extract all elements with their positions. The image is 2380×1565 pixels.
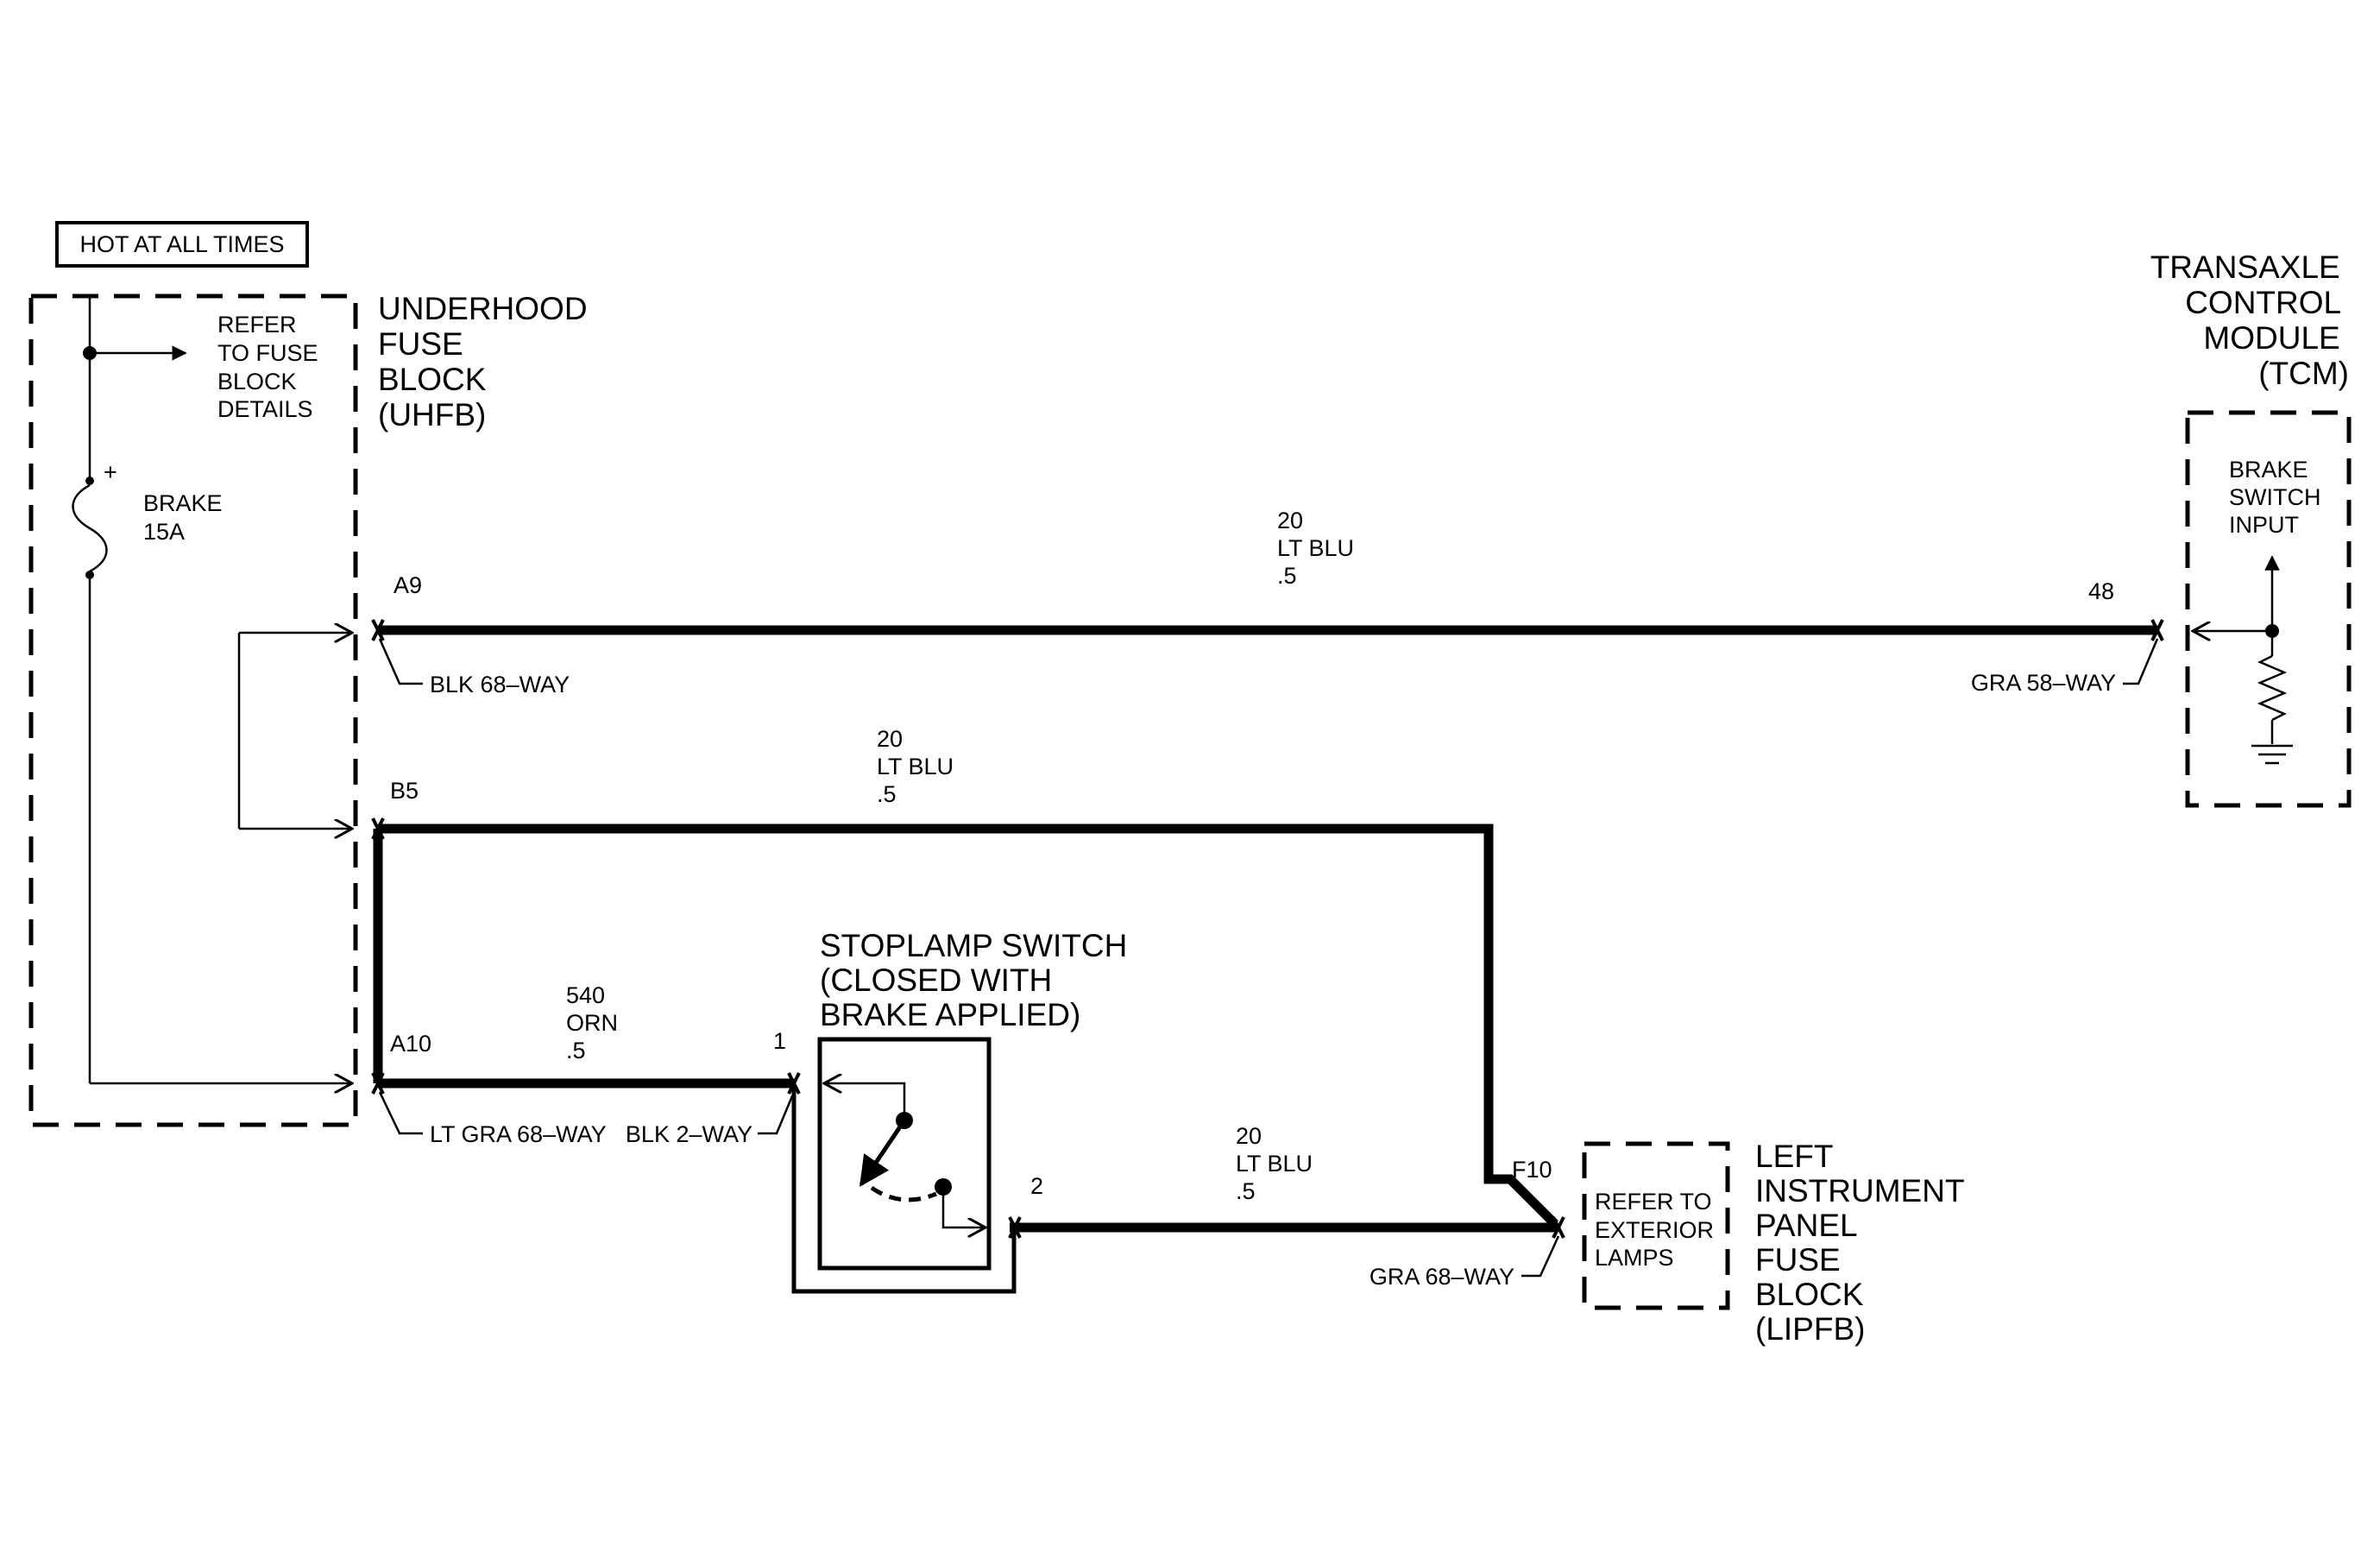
terminal-48 bbox=[2150, 619, 2164, 641]
wire-orange-label: 540 ORN .5 bbox=[566, 982, 625, 1063]
lipfb-title: LEFT INSTRUMENT PANEL FUSE BLOCK (LIPFB) bbox=[1755, 1139, 1973, 1347]
fuse-name: BRAKE bbox=[143, 490, 223, 516]
connector-gra68-label: GRA 68–WAY bbox=[1369, 1264, 1514, 1290]
gra68-leader bbox=[1521, 1235, 1560, 1278]
ltgra68-leader bbox=[378, 1091, 423, 1135]
tcm-title: TRANSAXLE CONTROL MODULE (TCM) bbox=[2150, 249, 2349, 391]
connector-blk2-label: BLK 2–WAY bbox=[626, 1121, 752, 1147]
hot-at-all-times-box: HOT AT ALL TIMES bbox=[55, 221, 309, 268]
hot-at-all-times-label: HOT AT ALL TIMES bbox=[79, 231, 284, 257]
tcm-dashed-outline bbox=[2185, 410, 2352, 808]
pin-switch-1-label: 1 bbox=[773, 1028, 786, 1054]
terminal-a9 bbox=[371, 619, 385, 641]
terminal-a10 bbox=[371, 1072, 385, 1095]
transaxle-control-module: TRANSAXLE CONTROL MODULE (TCM) BRAKE SWI… bbox=[2150, 249, 2352, 808]
pin-switch-2-label: 2 bbox=[1030, 1173, 1043, 1199]
pin-a9-label: A9 bbox=[394, 572, 422, 598]
pulldown-resistor-icon bbox=[2257, 654, 2288, 722]
switch-travel-arc bbox=[870, 1185, 937, 1202]
switch-housing-inner bbox=[817, 1037, 992, 1271]
switch-blade-icon bbox=[859, 1119, 907, 1187]
lipfb-refer-note: REFER TO EXTERIOR LAMPS bbox=[1595, 1189, 1721, 1271]
left-instrument-panel-fuse-block: REFER TO EXTERIOR LAMPS LEFT INSTRUMENT … bbox=[1582, 1139, 1973, 1347]
wire-bottom-label: 20 LT BLU .5 bbox=[1236, 1123, 1319, 1204]
wire-middle-label: 20 LT BLU .5 bbox=[877, 726, 960, 807]
switch-terminal-1-lead bbox=[824, 1083, 906, 1120]
terminal-b5 bbox=[371, 817, 385, 840]
fuse-plus: + bbox=[104, 459, 117, 485]
terminal-f10 bbox=[1552, 1216, 1565, 1239]
underhood-fuse-block: UNDERHOOD FUSE BLOCK (UHFB) REFER TO FUS… bbox=[28, 291, 596, 1127]
pin-b5-label: B5 bbox=[390, 778, 419, 804]
blk2-leader bbox=[758, 1091, 796, 1135]
wire-top-label: 20 LT BLU .5 bbox=[1277, 508, 1361, 589]
connector-ltgra68-label: LT GRA 68–WAY bbox=[430, 1121, 607, 1147]
pin-f10-label: F10 bbox=[1512, 1157, 1552, 1183]
blk68-leader bbox=[378, 638, 423, 685]
lipfb-dashed-outline bbox=[1582, 1141, 1730, 1310]
tcm-input-label: BRAKE SWITCH INPUT bbox=[2229, 457, 2327, 538]
uhfb-refer-note: REFER TO FUSE BLOCK DETAILS bbox=[217, 312, 324, 422]
connector-gra58-label: GRA 58–WAY bbox=[1971, 670, 2116, 696]
wire-b5-to-f10 bbox=[378, 824, 1558, 1227]
stoplamp-title: STOPLAMP SWITCH (CLOSED WITH BRAKE APPLI… bbox=[820, 928, 1136, 1032]
brake-fuse-icon bbox=[72, 476, 108, 579]
ground-icon bbox=[2251, 744, 2293, 765]
stoplamp-switch: STOPLAMP SWITCH (CLOSED WITH BRAKE APPLI… bbox=[791, 928, 1136, 1294]
pin-a10-label: A10 bbox=[390, 1031, 431, 1057]
uhfb-title: UNDERHOOD FUSE BLOCK (UHFB) bbox=[378, 291, 596, 432]
pin-48-label: 48 bbox=[2088, 578, 2114, 604]
connector-blk68-label: BLK 68–WAY bbox=[430, 672, 570, 697]
switch-terminal-2-lead bbox=[941, 1187, 985, 1227]
switch-housing-outer bbox=[791, 1083, 1017, 1294]
fuse-rating: 15A bbox=[143, 519, 185, 545]
gra58-leader bbox=[2123, 638, 2159, 685]
